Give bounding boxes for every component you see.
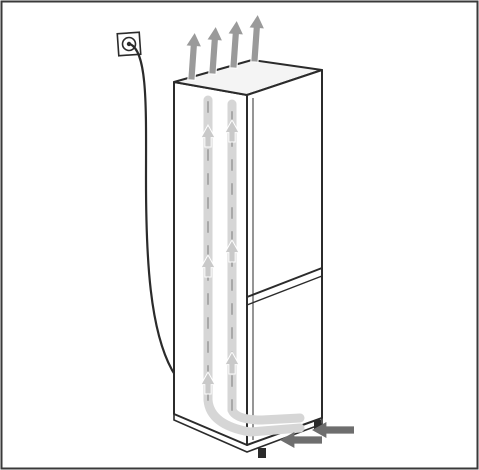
exhaust-arrow [247, 13, 266, 63]
power-cable [128, 42, 182, 386]
inlet-arrow-icon [312, 422, 354, 438]
inlet-arrow-icon [280, 432, 322, 448]
airflow-arrow-icon [224, 238, 240, 263]
airflow-arrow-icon [200, 253, 216, 278]
airflow-arrow-icon [184, 31, 203, 81]
inlet-airflow-arrows [280, 422, 354, 448]
airflow-arrow-icon [200, 370, 216, 395]
exhaust-arrow [226, 19, 245, 69]
airflow-arrow-icon [205, 25, 224, 75]
door-divider [246, 267, 323, 298]
exhaust-airflow-arrows [184, 13, 266, 81]
airflow-arrow-icon [224, 350, 240, 375]
cabinet-plinth [173, 414, 323, 453]
side-foot [314, 420, 321, 429]
exhaust-arrow [184, 31, 203, 81]
exhaust-arrow [205, 25, 224, 75]
airflow-arrow-icon [200, 123, 216, 148]
front-foot [258, 448, 266, 458]
airflow-arrow-icon [224, 118, 240, 143]
airflow-arrow-icon [247, 13, 266, 63]
inner-airflow-arrows [200, 118, 240, 395]
cabinet-front [246, 69, 323, 446]
airflow-arrow-icon [226, 19, 245, 69]
appliance-cabinet [173, 59, 323, 458]
